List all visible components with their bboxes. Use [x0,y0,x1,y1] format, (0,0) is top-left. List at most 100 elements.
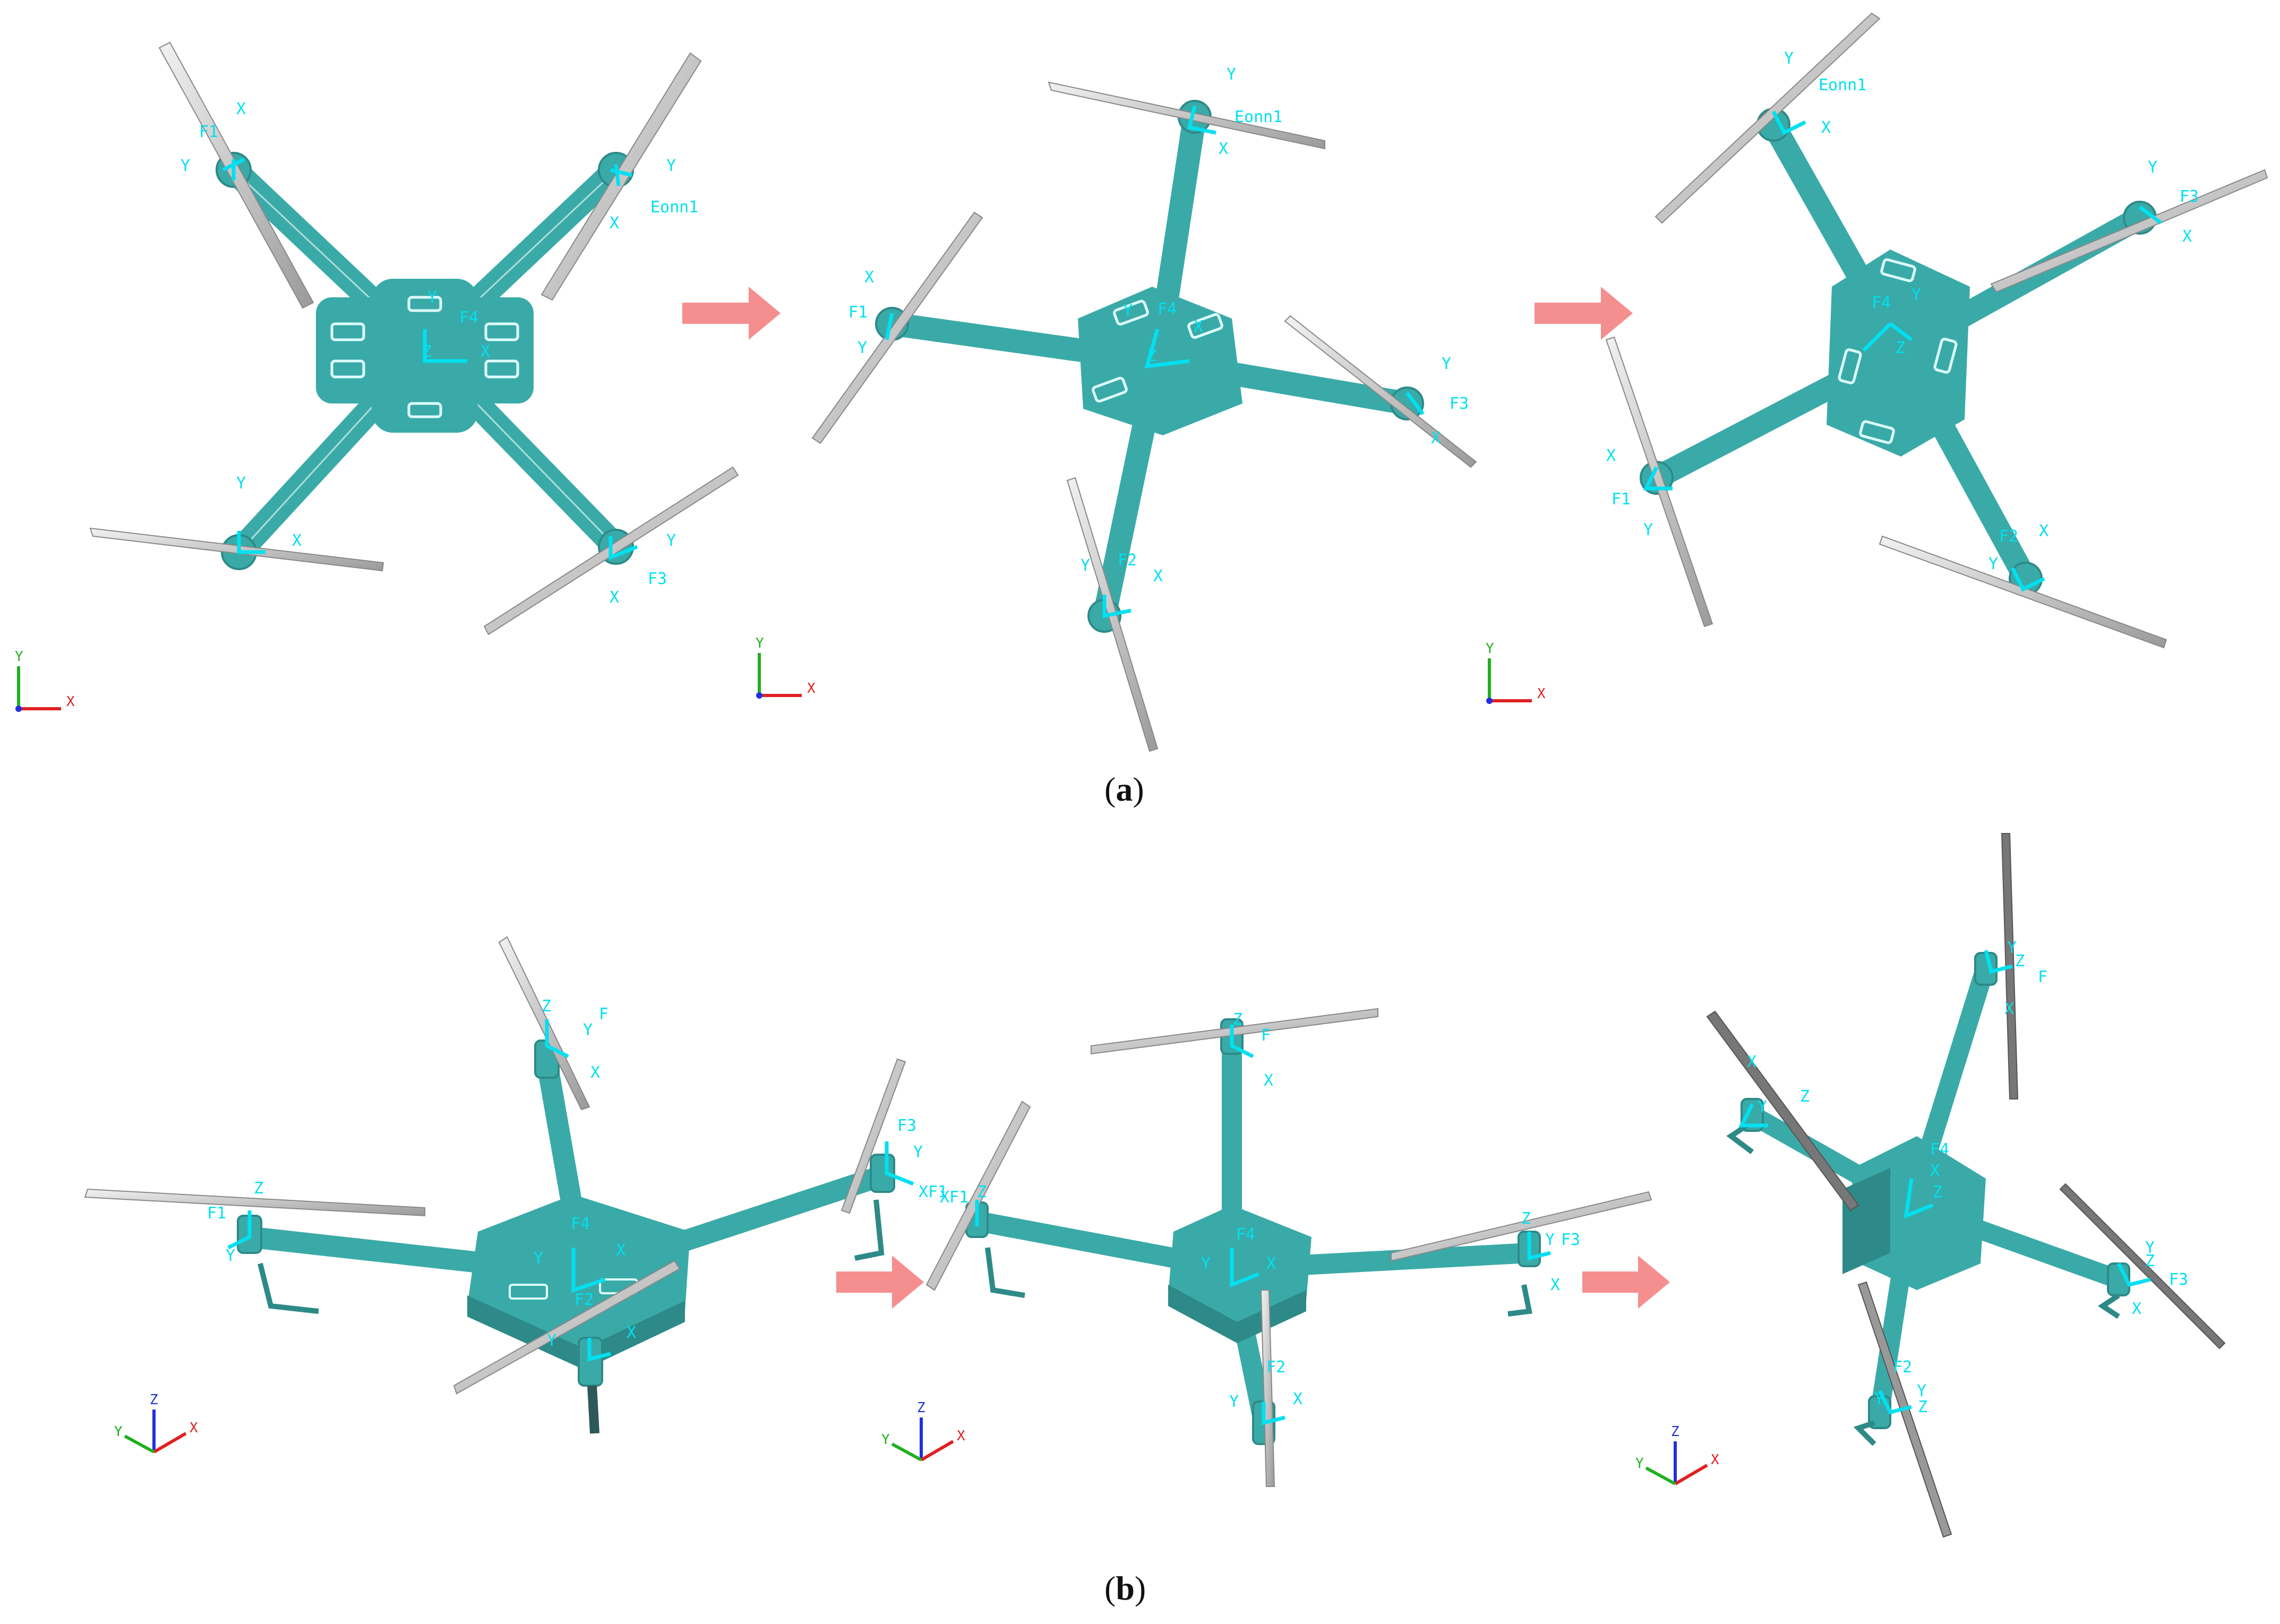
label-y: Y [1874,1390,1884,1408]
label-x: X [864,268,874,287]
label-xf1: XF1 [919,1183,947,1201]
label-y: Y [2148,158,2157,177]
label-x: X [1293,1390,1302,1408]
label-y: Y [1229,1393,1239,1411]
arrow-right [1535,287,1633,340]
label-y: Y [1081,556,1090,575]
propellers [925,1008,1652,1487]
label-y: Y [427,288,437,307]
label-z: Z [422,342,432,361]
label-x: X [1264,1071,1273,1090]
label-y: Y [1758,1098,1767,1116]
axis-triad: Z X Y [114,1392,198,1454]
label-y: Y [226,1247,235,1265]
label-z: Z [1147,347,1156,365]
label-y: Y [913,1143,923,1162]
drone-body-plate [467,1195,690,1359]
label-y: Y [666,531,676,550]
label-y: Y [1643,521,1653,539]
drone-body-plate [1168,1205,1312,1333]
propellers [1605,12,2268,649]
label-x: X [1266,1254,1276,1273]
drone-a1 [89,41,739,635]
label-f: F [2038,968,2047,986]
arrows-a [682,287,1633,340]
label-f: F [1261,1026,1271,1045]
coordinate-markers [222,106,2163,1425]
axis-label-y: Y [1635,1456,1644,1472]
axis-label-z: Z [1671,1424,1679,1440]
label-y: Y [1123,302,1133,320]
label-z: Z [254,1179,263,1198]
label-f3: F3 [2169,1270,2188,1289]
label-x: X [1821,118,1831,137]
drone-b3 [1706,833,2226,1538]
label-z: Z [1918,1398,1927,1416]
label-f3: F3 [2180,187,2199,206]
axis-label-x: X [190,1420,198,1436]
label-y: Y [1201,1254,1211,1273]
caption-b: (b) [1104,1569,1146,1607]
label-y: Y [236,474,246,493]
drone-a2 [811,81,1477,752]
label-eonn1: Eonn1 [650,198,698,217]
label-x: X [1550,1276,1560,1294]
axis-label-y: Y [1486,641,1494,657]
label-z: Z [1521,1209,1531,1228]
label-x: X [236,100,246,118]
label-f2: F2 [1118,551,1137,570]
arrows-b [836,1256,1670,1309]
axis-label-x: X [1537,686,1546,702]
label-y: Y [583,1021,593,1039]
arrow-right [682,287,781,340]
label-f4: F4 [1236,1225,1255,1244]
label-z: Z [542,997,551,1016]
label-f2: F2 [575,1291,594,1309]
label-y: Y [858,339,867,357]
label-x: X [627,1324,636,1342]
label-y: Y [534,1249,543,1268]
axis-triad: Y X [15,649,75,712]
label-x: X [1153,567,1163,586]
label-f1: F1 [207,1204,226,1223]
label-z: Z [1233,1010,1242,1029]
label-f4: F4 [459,308,478,327]
axis-triad: Y X [756,635,816,699]
label-x: X [292,531,302,550]
axis-triad: Y X [1486,641,1546,704]
label-f4: F4 [1872,294,1891,312]
label-y: Y [2007,939,2017,957]
label-z: Z [2145,1252,2155,1270]
arrow-right [1582,1256,1670,1309]
label-f4: F4 [1930,1140,1949,1159]
label-f3: F3 [897,1116,916,1135]
label-x: X [590,1063,600,1082]
label-xf1b: XF1 [940,1188,968,1207]
label-f2: F2 [1266,1358,1285,1377]
axis-label-x: X [66,694,75,710]
propellers [84,936,906,1395]
label-y: Y [2145,1239,2155,1257]
axis-label-y: Y [881,1432,890,1448]
label-x: X [616,1241,625,1260]
label-x: X [610,588,619,607]
label-f2: F2 [1893,1358,1912,1377]
drone-a3 [1605,12,2268,649]
label-f1: F1 [848,303,868,322]
axis-label-x: X [807,681,816,697]
marker-labels: X F1 Y Y Eonn1 X Y F4 X Z Y X Y X F3 Y E… [181,49,2199,1416]
label-f1: F1 [199,123,218,141]
label-y: Y [666,157,676,175]
axis-label-y: Y [15,649,23,665]
label-y: Y [1227,65,1236,84]
arrow-right [836,1256,924,1309]
drone-b1 [84,936,906,1434]
label-z: Z [1896,339,1905,357]
axis-label-z: Z [917,1400,925,1416]
axis-triad: Z X Y [1635,1424,1719,1485]
label-z: Z [2015,952,2025,970]
axis-triads: Y X Y X Y X Z X Y [15,635,1719,1485]
label-f3: F3 [1450,394,1469,413]
caption-a: (a) [1104,770,1144,808]
